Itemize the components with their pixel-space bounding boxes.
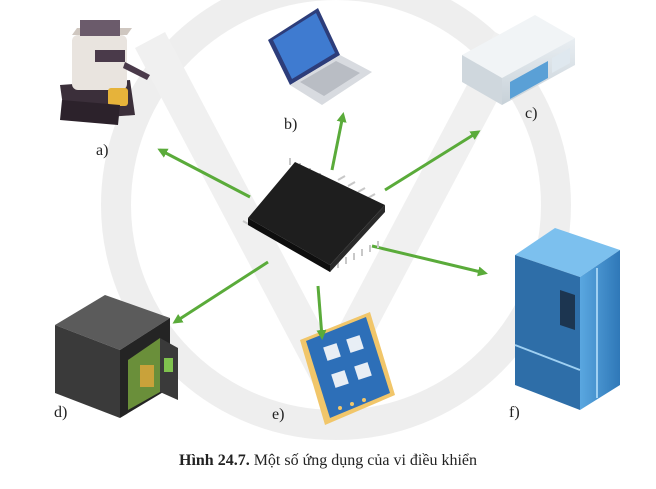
fridge-icon	[514, 228, 620, 410]
arrow-to-e	[316, 285, 327, 340]
label-c: c)	[525, 105, 538, 122]
arrow-to-a	[157, 148, 251, 199]
caption-number: Hình 24.7.	[179, 452, 250, 469]
laptop-icon	[268, 8, 372, 105]
label-e: e)	[272, 406, 285, 423]
tablet-icon	[300, 312, 395, 425]
label-b: b)	[284, 116, 298, 133]
coffee-machine-icon	[60, 20, 150, 125]
safe-icon	[55, 295, 178, 418]
arrow-to-d	[172, 260, 269, 324]
microcontroller-chip-icon	[242, 158, 385, 272]
caption-text: Một số ứng dụng của vi điều khiển	[249, 452, 477, 469]
arrow-to-c	[384, 130, 481, 192]
arrow-to-b	[330, 112, 347, 171]
oven-icon	[462, 15, 575, 105]
label-f: f)	[509, 404, 520, 421]
label-d: d)	[54, 404, 68, 421]
arrow-to-f	[371, 244, 488, 277]
label-a: a)	[96, 142, 109, 159]
arrows	[157, 112, 488, 340]
figure-caption: Hình 24.7. Một số ứng dụng của vi điều k…	[0, 452, 656, 470]
